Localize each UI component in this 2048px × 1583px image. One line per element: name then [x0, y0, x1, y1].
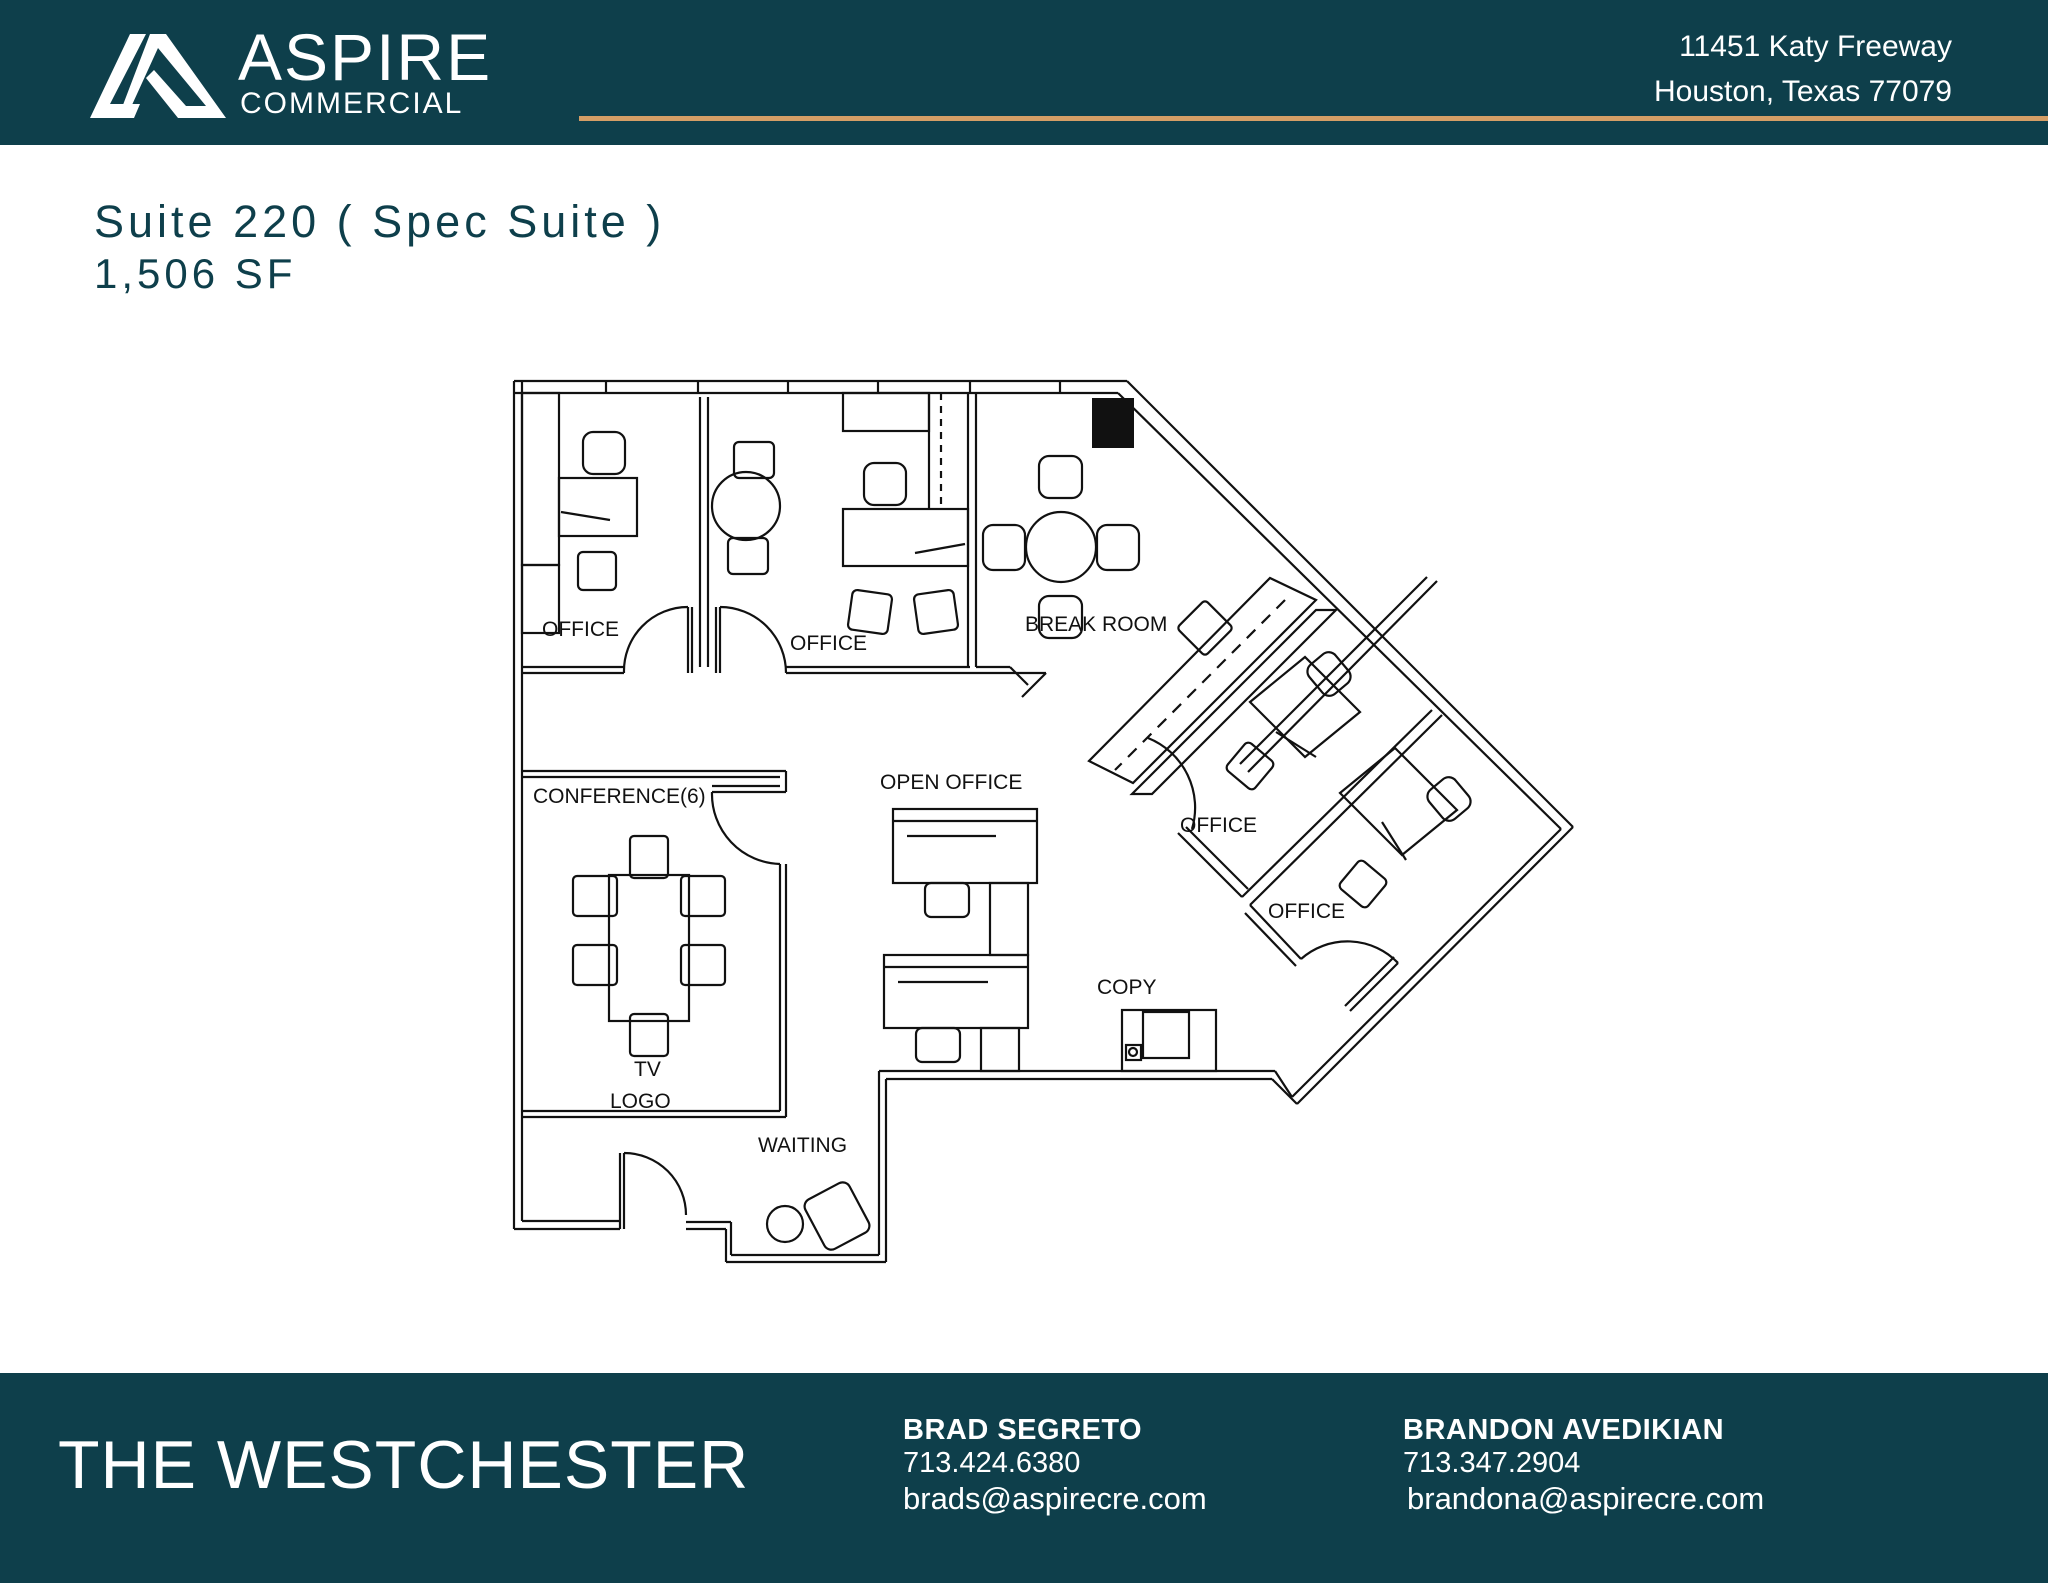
contact-name: BRANDON AVEDIKIAN [1403, 1414, 1725, 1446]
office-walls [520, 391, 1047, 698]
label-break-room: BREAK ROOM [1025, 613, 1167, 636]
conference-room [522, 769, 788, 1119]
contact-card-1: BRAD SEGRETO 713.424.6380 brads@aspirecr… [903, 1413, 1207, 1519]
footer-band: THE WESTCHESTER BRAD SEGRETO 713.424.638… [0, 1373, 2048, 1583]
label-office-3: OFFICE [1180, 814, 1257, 837]
contact-email[interactable]: brandona@aspirecre.com [1407, 1481, 1765, 1516]
label-office-1: OFFICE [542, 618, 619, 641]
copy-machine-icon [1120, 1008, 1218, 1073]
open-office [882, 807, 1039, 1073]
right-offices [1177, 576, 1472, 1012]
address-block: 11451 Katy Freeway Houston, Texas 77079 [1654, 24, 1952, 114]
address-line-2: Houston, Texas 77079 [1654, 75, 1952, 108]
label-waiting: WAITING [758, 1134, 847, 1157]
suite-area: 1,506 SF [94, 250, 297, 297]
label-tv: TV [634, 1058, 661, 1081]
label-open-office: OPEN OFFICE [880, 771, 1022, 794]
accent-divider [579, 116, 2048, 121]
building-name: THE WESTCHESTER [58, 1427, 750, 1503]
contact-phone[interactable]: 713.347.2904 [1403, 1447, 1581, 1479]
aspire-logo-icon [90, 34, 226, 118]
contact-email[interactable]: brads@aspirecre.com [903, 1481, 1207, 1516]
waiting-furniture [765, 1181, 871, 1251]
label-office-4: OFFICE [1268, 900, 1345, 923]
label-office-2: OFFICE [790, 632, 867, 655]
room-labels: OFFICE OFFICE BREAK ROOM OFFICE OFFICE C… [533, 613, 1345, 1157]
label-conference: CONFERENCE(6) [533, 785, 706, 808]
address-line-1: 11451 Katy Freeway [1679, 30, 1952, 63]
contact-name: BRAD SEGRETO [903, 1414, 1143, 1446]
brand-subtitle: COMMERCIAL [240, 87, 464, 120]
break-room [981, 398, 1339, 830]
brand-name: ASPIRE [238, 20, 493, 94]
label-copy: COPY [1097, 976, 1157, 999]
suite-title: Suite 220 ( Spec Suite ) [94, 196, 666, 247]
label-logo: LOGO [610, 1090, 671, 1113]
contact-phone[interactable]: 713.424.6380 [903, 1447, 1081, 1479]
contact-card-2: BRANDON AVEDIKIAN 713.347.2904 brandona@… [1403, 1413, 1764, 1519]
header-band: ASPIRE COMMERCIAL 11451 Katy Freeway Hou… [0, 0, 2048, 145]
outer-walls [512, 379, 1574, 1264]
